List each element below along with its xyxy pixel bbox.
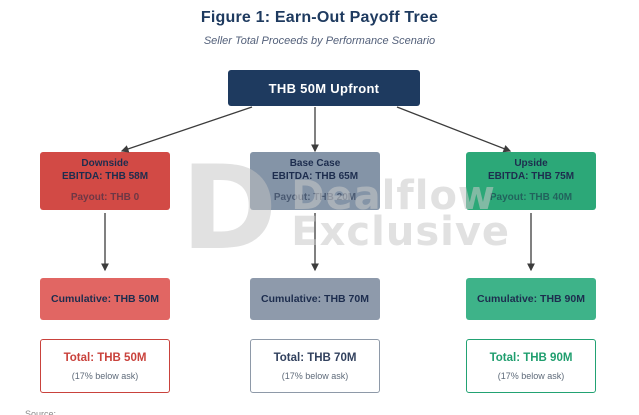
total-node-upside: Total: THB 90M (17% below ask) <box>466 339 596 393</box>
scenario-node-basecase: Base Case EBITDA: THB 65M Payout: THB 20… <box>250 152 380 210</box>
total-note: (17% below ask) <box>281 371 349 381</box>
branch-line-upside <box>396 106 512 153</box>
root-node-label: THB 50M Upfront <box>268 80 380 96</box>
total-note: (17% below ask) <box>497 371 565 381</box>
scenario-ebitda: EBITDA: THB 65M <box>271 170 359 182</box>
figure-subtitle: Seller Total Proceeds by Performance Sce… <box>203 35 436 47</box>
total-node-basecase: Total: THB 70M (17% below ask) <box>250 339 380 393</box>
scenario-header: Downside EBITDA: THB 58M <box>40 158 170 183</box>
root-node: THB 50M Upfront <box>228 70 420 106</box>
scenario-header: Upside EBITDA: THB 75M <box>466 158 596 183</box>
scenario-name: Upside <box>514 158 548 169</box>
total-value: Total: THB 90M <box>489 352 573 364</box>
scenario-ebitda: EBITDA: THB 75M <box>487 170 575 182</box>
scenario-ebitda: EBITDA: THB 58M <box>61 170 149 182</box>
cumulative-node-upside: Cumulative: THB 90M <box>466 278 596 320</box>
figure-title: Figure 1: Earn-Out Payoff Tree <box>200 9 439 26</box>
total-note: (17% below ask) <box>71 371 139 381</box>
scenario-payout: Payout: THB 20M <box>273 192 357 203</box>
scenario-header: Base Case EBITDA: THB 65M <box>250 158 380 183</box>
total-node-downside: Total: THB 50M (17% below ask) <box>40 339 170 393</box>
total-value: Total: THB 50M <box>63 352 147 364</box>
source-caption: Source: <box>25 409 57 415</box>
scenario-payout: Payout: THB 0 <box>70 192 140 203</box>
scenario-name: Downside <box>81 158 129 169</box>
scenario-name: Base Case <box>289 158 341 169</box>
cumulative-node-downside: Cumulative: THB 50M <box>40 278 170 320</box>
scenario-node-upside: Upside EBITDA: THB 75M Payout: THB 40M <box>466 152 596 210</box>
scenario-node-downside: Downside EBITDA: THB 58M Payout: THB 0 <box>40 152 170 210</box>
scenario-payout: Payout: THB 40M <box>489 192 573 203</box>
total-value: Total: THB 70M <box>273 352 357 364</box>
cumulative-node-basecase: Cumulative: THB 70M <box>250 278 380 320</box>
branch-line-downside <box>120 106 253 153</box>
watermark-line2: Exclusive <box>291 209 511 256</box>
